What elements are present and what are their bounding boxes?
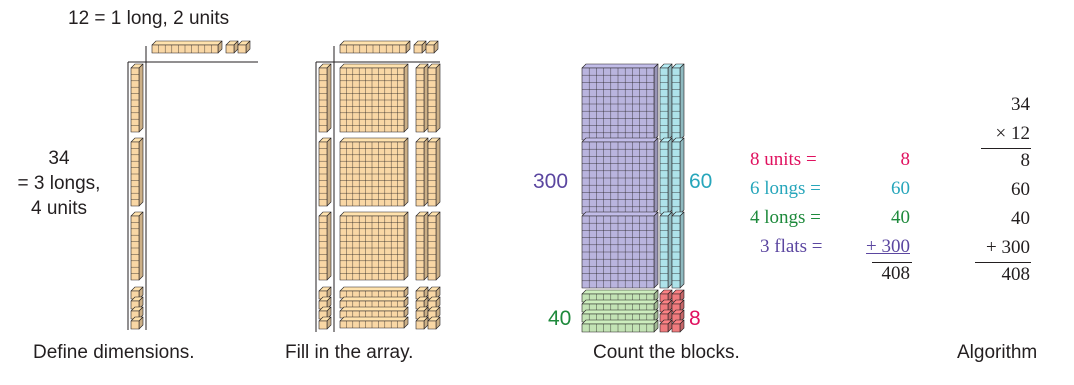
side-unit <box>130 286 144 300</box>
unit-cube <box>671 299 685 313</box>
hundred-flat <box>581 211 659 289</box>
long <box>427 137 441 207</box>
unit <box>415 306 429 320</box>
tally-row-flats-value: + 300 <box>866 236 910 257</box>
unit <box>427 306 441 320</box>
algorithm-line-40: 40 <box>1011 208 1030 229</box>
side-long <box>318 137 332 207</box>
tally-row-flats-label: 3 flats = <box>760 236 823 257</box>
side-unit <box>130 296 144 310</box>
ten-long <box>671 211 685 289</box>
label-8: 8 <box>689 307 701 330</box>
long <box>339 286 409 299</box>
unit <box>415 316 429 330</box>
unit <box>415 286 429 300</box>
label-60: 60 <box>689 170 713 193</box>
algorithm-line-34: 34 <box>1011 94 1030 115</box>
top-unit <box>237 40 251 54</box>
tally-row-units-label: 8 units = <box>750 149 817 170</box>
top-unit <box>425 40 439 54</box>
unit-cube <box>671 309 685 323</box>
side-long <box>130 137 144 207</box>
long <box>427 211 441 281</box>
caption-algorithm: Algorithm <box>957 342 1038 363</box>
long <box>339 316 409 329</box>
dimension-side-label: 34 = 3 longs, 4 units <box>0 146 118 221</box>
top-unit <box>225 40 239 54</box>
flat <box>339 63 409 133</box>
ten-long <box>581 299 659 313</box>
flat <box>339 211 409 281</box>
side-unit <box>130 306 144 320</box>
side-long <box>130 211 144 281</box>
side-long <box>318 211 332 281</box>
side-label-line-1: 34 <box>48 148 70 169</box>
long <box>415 63 429 133</box>
flat <box>339 137 409 207</box>
side-long <box>318 63 332 133</box>
tally-row-longs4-label: 4 longs = <box>750 207 821 228</box>
algorithm-rule-2 <box>975 262 1031 263</box>
hundred-flat <box>581 63 659 141</box>
long <box>415 137 429 207</box>
caption-fill-array: Fill in the array. <box>285 342 414 363</box>
side-unit <box>130 316 144 330</box>
label-40: 40 <box>548 307 572 330</box>
unit-cube <box>671 319 685 333</box>
side-unit <box>318 316 332 330</box>
ten-long <box>581 309 659 323</box>
long <box>415 211 429 281</box>
tally-row-longs4-value: 40 <box>891 207 910 228</box>
unit-cube <box>659 309 673 323</box>
side-label-line-2: = 3 longs, <box>17 173 101 194</box>
algorithm-rule-1 <box>981 148 1031 149</box>
ten-long <box>659 211 673 289</box>
algorithm-line-times-12: × 12 <box>995 123 1030 144</box>
tally-row-longs6-label: 6 longs = <box>750 178 821 199</box>
long <box>339 296 409 309</box>
tally-row-longs6-value: 60 <box>891 178 910 199</box>
tally-row-units-value: 8 <box>900 149 911 170</box>
tally-sum-rule <box>872 262 912 263</box>
long <box>427 63 441 133</box>
hundred-flat <box>581 137 659 215</box>
long <box>339 306 409 319</box>
label-300: 300 <box>533 170 569 193</box>
unit <box>427 296 441 310</box>
algorithm-line-408: 408 <box>1001 264 1031 285</box>
ten-long <box>671 137 685 215</box>
top-long <box>339 40 411 54</box>
ten-long <box>581 289 659 303</box>
side-unit <box>318 296 332 310</box>
ten-long <box>581 319 659 333</box>
unit-cube <box>659 319 673 333</box>
caption-define-dimensions: Define dimensions. <box>33 342 195 363</box>
dimension-top-label: 12 = 1 long, 2 units <box>68 8 230 29</box>
unit <box>427 286 441 300</box>
top-long <box>151 40 223 54</box>
algorithm-line-8: 8 <box>1020 150 1031 171</box>
unit <box>415 296 429 310</box>
side-label-line-3: 4 units <box>31 198 87 219</box>
ten-long <box>659 63 673 141</box>
unit <box>427 316 441 330</box>
side-long <box>130 63 144 133</box>
caption-count-blocks: Count the blocks. <box>593 342 740 363</box>
algorithm-line-300: + 300 <box>986 237 1030 258</box>
ten-long <box>671 63 685 141</box>
ten-long <box>659 137 673 215</box>
tally-total: 408 <box>881 263 911 284</box>
unit-cube <box>671 289 685 303</box>
algorithm-line-60: 60 <box>1011 179 1030 200</box>
top-unit <box>413 40 427 54</box>
